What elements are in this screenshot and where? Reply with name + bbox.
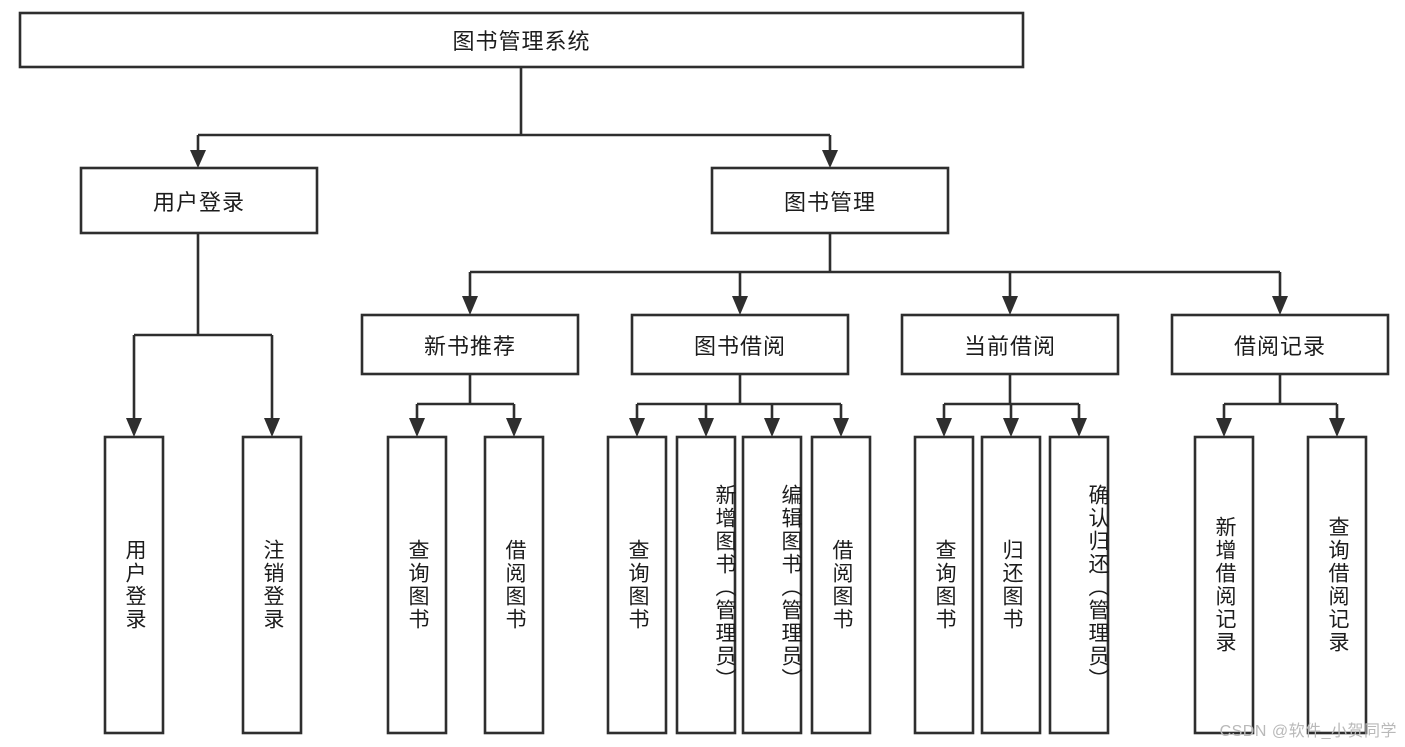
connector-root-trunk xyxy=(196,67,832,152)
connector-new-book-rec-trunk xyxy=(415,374,516,420)
connector-group-current-borrow-to-leaves xyxy=(936,374,1087,437)
arrowhead-to-current-borrow xyxy=(1002,296,1018,315)
node-box-book-borrow[interactable] xyxy=(630,313,850,376)
connector-group-borrow-record-to-leaves xyxy=(1216,374,1345,437)
csdn-watermark: CSDN @软件_小贺同学 xyxy=(1219,723,1397,740)
node-box-leaf-add-record[interactable] xyxy=(1193,435,1255,735)
arrowhead-to-book-borrow xyxy=(732,296,748,315)
node-box-leaf-borrow-book[interactable] xyxy=(810,435,872,735)
arrowhead-to-new-book-rec xyxy=(462,296,478,315)
node-box-book-manage[interactable] xyxy=(710,166,950,235)
connector-group-book-borrow-to-leaves xyxy=(629,374,849,437)
arrowhead-to-user-login xyxy=(190,150,206,168)
node-box-leaf-confirm-return[interactable] xyxy=(1048,435,1110,735)
arrowhead-to-leaf-confirm-return xyxy=(1071,418,1087,437)
node-box-leaf-query-record[interactable] xyxy=(1306,435,1368,735)
node-box-leaf-return-book[interactable] xyxy=(980,435,1042,735)
arrowhead-to-leaf-add-book xyxy=(698,418,714,437)
connector-group-user-login-to-leaves xyxy=(126,233,280,437)
node-box-root[interactable] xyxy=(18,11,1025,69)
connector-book-manage-trunk xyxy=(468,233,1282,298)
connector-group-book-manage-to-level3 xyxy=(462,233,1288,315)
connector-user-login-trunk xyxy=(132,233,274,420)
arrowhead-to-leaf-return-book xyxy=(1003,418,1019,437)
node-box-borrow-record[interactable] xyxy=(1170,313,1390,376)
arrowhead-to-leaf-edit-book xyxy=(764,418,780,437)
arrowhead-to-leaf-query-book-rec xyxy=(409,418,425,437)
arrowhead-to-leaf-add-record xyxy=(1216,418,1232,437)
arrowhead-to-book-manage xyxy=(822,150,838,168)
arrowhead-to-borrow-record xyxy=(1272,296,1288,315)
arrowhead-to-leaf-borrow-book-rec xyxy=(506,418,522,437)
arrowhead-to-leaf-query-book-borrow xyxy=(629,418,645,437)
arrowhead-to-leaf-borrow-book xyxy=(833,418,849,437)
node-box-leaf-borrow-book-rec[interactable] xyxy=(483,435,545,735)
arrowhead-to-leaf-query-book-current xyxy=(936,418,952,437)
arrowhead-to-leaf-user-login xyxy=(126,418,142,437)
node-box-user-login[interactable] xyxy=(79,166,319,235)
connector-borrow-record-trunk xyxy=(1222,374,1339,420)
node-rectangles xyxy=(18,11,1390,735)
connector-group-root-to-level2 xyxy=(190,67,838,168)
node-box-leaf-logout-login[interactable] xyxy=(241,435,303,735)
node-box-new-book-rec[interactable] xyxy=(360,313,580,376)
node-box-leaf-edit-book[interactable] xyxy=(741,435,803,735)
connector-group-new-book-rec-to-leaves xyxy=(409,374,522,437)
node-box-current-borrow[interactable] xyxy=(900,313,1120,376)
node-box-leaf-query-book-borrow[interactable] xyxy=(606,435,668,735)
connector-book-borrow-trunk xyxy=(635,374,843,420)
arrowhead-to-leaf-logout-login xyxy=(264,418,280,437)
node-box-leaf-query-book-rec[interactable] xyxy=(386,435,448,735)
node-box-leaf-query-book-current[interactable] xyxy=(913,435,975,735)
node-box-leaf-user-login[interactable] xyxy=(103,435,165,735)
arrowhead-to-leaf-query-record xyxy=(1329,418,1345,437)
connector-current-borrow-trunk xyxy=(942,374,1081,420)
node-box-leaf-add-book[interactable] xyxy=(675,435,737,735)
